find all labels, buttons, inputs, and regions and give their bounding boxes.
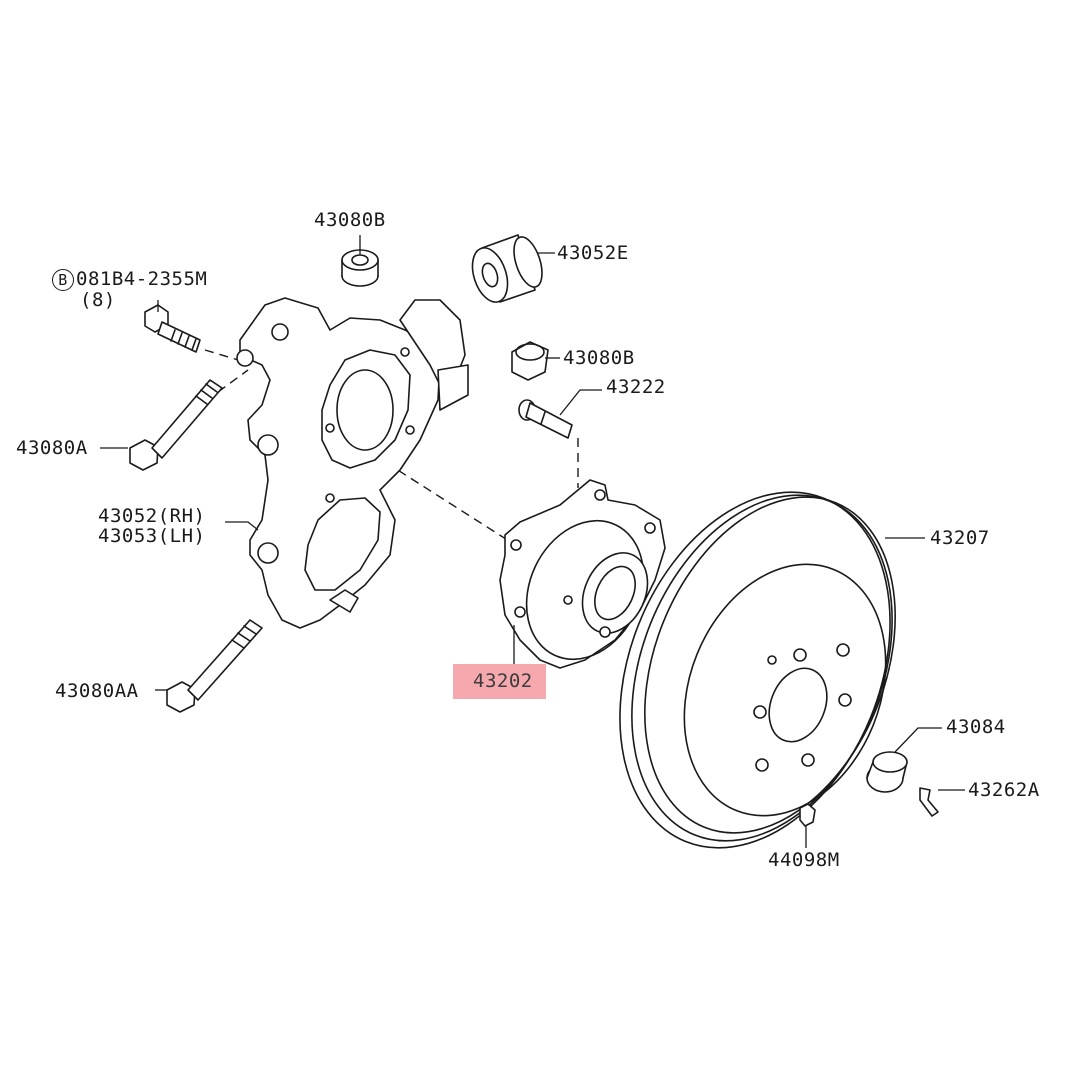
cotter-pin-part[interactable]	[919, 787, 939, 817]
label-43222[interactable]: 43222	[606, 376, 666, 398]
label-43262a[interactable]: 43262A	[968, 779, 1040, 801]
label-bolt-code-text: 081B4-2355M	[76, 268, 208, 290]
b-marker: B	[52, 269, 74, 291]
hub-assembly-part[interactable]	[499, 479, 666, 678]
label-bolt-qty: (8)	[80, 289, 116, 311]
adjust-bolt-a-part[interactable]	[129, 379, 223, 471]
label-43084[interactable]: 43084	[946, 716, 1006, 738]
disc-rotor-part[interactable]	[570, 452, 942, 889]
label-43052rh[interactable]: 43052(RH)	[98, 505, 206, 527]
nut-part[interactable]	[799, 803, 816, 827]
label-43053lh[interactable]: 43053(LH)	[98, 525, 206, 547]
label-44098m[interactable]: 44098M	[768, 849, 840, 871]
label-43080aa[interactable]: 43080AA	[55, 680, 139, 702]
label-43080b-top[interactable]: 43080B	[314, 209, 386, 231]
label-43052e[interactable]: 43052E	[557, 242, 629, 264]
highlight-box-43202[interactable]: 43202	[453, 664, 546, 699]
bushing-large-part[interactable]	[466, 234, 547, 307]
bushing-top-part[interactable]	[341, 249, 379, 287]
adjust-bolt-aa-part[interactable]	[166, 619, 263, 713]
label-43080a[interactable]: 43080A	[16, 437, 88, 459]
grease-cap-part[interactable]	[866, 751, 908, 793]
label-43202[interactable]: 43202	[473, 670, 533, 692]
label-43207[interactable]: 43207	[930, 527, 990, 549]
flange-bolt-part[interactable]	[144, 304, 201, 353]
knuckle-part[interactable]	[236, 297, 469, 629]
hub-bolt-part[interactable]	[518, 399, 573, 439]
bushing-mid-part[interactable]	[511, 341, 549, 381]
leader-lines	[100, 235, 965, 848]
label-43080b-mid[interactable]: 43080B	[563, 347, 635, 369]
